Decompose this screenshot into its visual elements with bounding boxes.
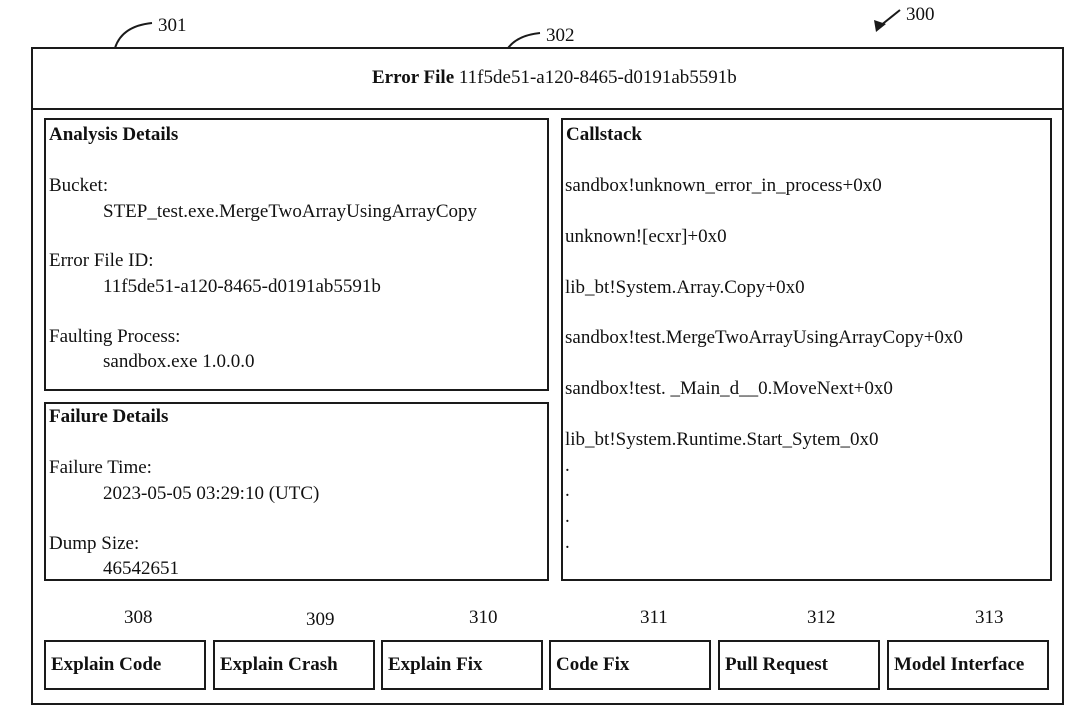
faulting-process-label: Faulting Process: bbox=[49, 326, 181, 347]
model-interface-button[interactable]: Model Interface bbox=[887, 640, 1049, 690]
code-fix-button[interactable]: Code Fix bbox=[549, 640, 711, 690]
analysis-details-panel bbox=[44, 118, 549, 391]
explain-crash-button[interactable]: Explain Crash bbox=[213, 640, 375, 690]
explain-code-button[interactable]: Explain Code bbox=[44, 640, 206, 690]
ref-302: 302 bbox=[546, 25, 575, 46]
explain-fix-button[interactable]: Explain Fix bbox=[381, 640, 543, 690]
failure-time-value: 2023-05-05 03:29:10 (UTC) bbox=[103, 483, 320, 504]
callstack-panel bbox=[561, 118, 1052, 581]
failure-details-panel bbox=[44, 402, 549, 581]
bucket-label: Bucket: bbox=[49, 175, 109, 196]
analysis-details-title: Analysis Details bbox=[49, 124, 179, 145]
ref-311: 311 bbox=[640, 607, 668, 628]
callstack-ellipsis: . bbox=[565, 480, 570, 501]
error-file-id-label: Error File ID: bbox=[49, 250, 154, 271]
callstack-title: Callstack bbox=[566, 124, 642, 145]
ref-308: 308 bbox=[124, 607, 153, 628]
ref-300: 300 bbox=[906, 4, 935, 25]
ref-301: 301 bbox=[158, 15, 187, 36]
failure-time-label: Failure Time: bbox=[49, 457, 152, 478]
leader-300 bbox=[879, 9, 901, 27]
callstack-frame[interactable]: sandbox!unknown_error_in_process+0x0 bbox=[565, 175, 882, 196]
callstack-ellipsis: . bbox=[565, 506, 570, 527]
callstack-frame[interactable]: sandbox!test. _Main_d__0.MoveNext+0x0 bbox=[565, 378, 893, 399]
callstack-ellipsis: . bbox=[565, 455, 570, 476]
ref-309: 309 bbox=[306, 609, 335, 630]
callstack-frame[interactable]: unknown![ecxr]+0x0 bbox=[565, 226, 727, 247]
error-file-id-value: 11f5de51-a120-8465-d0191ab5591b bbox=[103, 276, 381, 297]
ref-310: 310 bbox=[469, 607, 498, 628]
page-title: Error File 11f5de51-a120-8465-d0191ab559… bbox=[372, 67, 737, 89]
leader-301 bbox=[114, 22, 153, 49]
failure-details-title: Failure Details bbox=[49, 406, 169, 427]
page-title-label: Error File bbox=[372, 67, 455, 88]
arrowhead-300 bbox=[874, 20, 886, 32]
bucket-value: STEP_test.exe.MergeTwoArrayUsingArrayCop… bbox=[103, 201, 478, 222]
callstack-frame[interactable]: lib_bt!System.Array.Copy+0x0 bbox=[565, 277, 805, 298]
dump-size-value: 46542651 bbox=[103, 558, 179, 579]
dump-size-label: Dump Size: bbox=[49, 533, 140, 554]
pull-request-button[interactable]: Pull Request bbox=[718, 640, 880, 690]
ref-313: 313 bbox=[975, 607, 1004, 628]
callstack-frame[interactable]: sandbox!test.MergeTwoArrayUsingArrayCopy… bbox=[565, 327, 963, 348]
faulting-process-value: sandbox.exe 1.0.0.0 bbox=[103, 351, 255, 372]
callstack-ellipsis: . bbox=[565, 532, 570, 553]
callstack-frame[interactable]: lib_bt!System.Runtime.Start_Sytem_0x0 bbox=[565, 429, 879, 450]
ref-312: 312 bbox=[807, 607, 836, 628]
header-divider bbox=[31, 108, 1064, 110]
error-file-id: 11f5de51-a120-8465-d0191ab5591b bbox=[458, 67, 737, 88]
